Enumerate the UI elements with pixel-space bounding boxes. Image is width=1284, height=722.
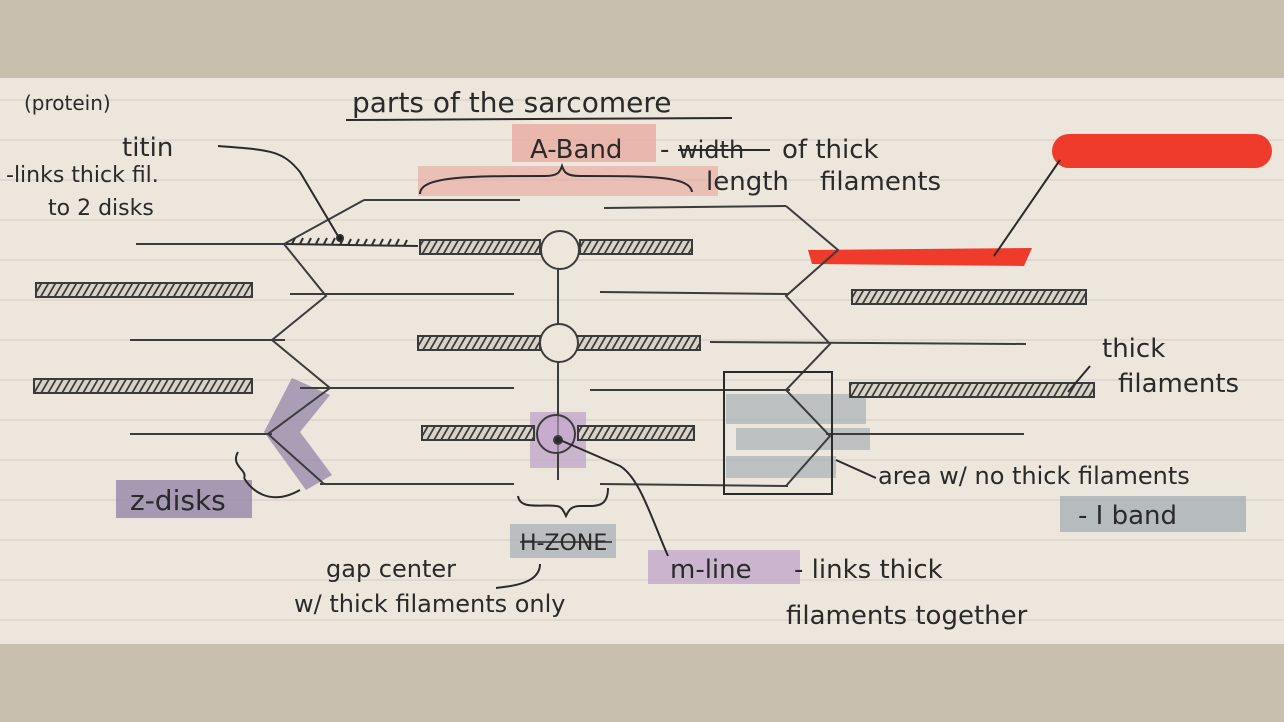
thick-filament xyxy=(421,425,535,441)
titin-spring xyxy=(285,234,419,247)
h-zone-gray-highlight xyxy=(510,524,616,558)
a-band-label: A-Band xyxy=(530,135,622,165)
a-band-dash: - xyxy=(660,135,669,165)
thick-filaments xyxy=(33,239,1095,441)
titin-pointer xyxy=(217,145,339,237)
area-pointer xyxy=(835,459,877,479)
thick-filaments-label-line-1: thick xyxy=(1102,334,1165,364)
a-band-description-line-3: filaments xyxy=(820,167,941,197)
gap-label-line-2: w/ thick filaments only xyxy=(294,590,566,618)
h-zone-label: H-ZONE xyxy=(520,531,607,556)
thin-filaments xyxy=(130,205,1027,487)
thick-filament xyxy=(33,378,253,394)
titin-label: titin xyxy=(122,133,173,163)
title-underline xyxy=(345,117,733,121)
thick-filament xyxy=(419,239,541,255)
m-line-purple-highlight xyxy=(648,550,800,584)
thick-filament xyxy=(579,239,693,255)
protein-label: (protein) xyxy=(24,91,111,115)
h-zone-bracket xyxy=(517,487,609,519)
i-band-box xyxy=(723,371,833,495)
thick-filaments-pointer xyxy=(1067,365,1091,393)
redacted-pointer xyxy=(993,159,1061,257)
a-band-description-line-2: length xyxy=(706,167,789,197)
redacted-label xyxy=(1052,134,1272,168)
m-line-label: m-line xyxy=(670,555,752,585)
thick-filaments-label-line-2: filaments xyxy=(1118,369,1239,399)
m-line xyxy=(536,230,580,480)
z-disks-purple-highlight xyxy=(116,480,252,518)
i-band-label: - I band xyxy=(1078,501,1177,531)
m-line-pointer xyxy=(559,439,669,557)
a-band-bracket xyxy=(419,162,693,195)
a-band-pink-highlight xyxy=(512,124,656,162)
gap-label-line-1: gap center xyxy=(326,555,456,583)
thick-filament xyxy=(35,282,253,298)
z-disks-bracket xyxy=(235,451,301,499)
z-disks-label: z-disks xyxy=(130,484,226,517)
thick-filament xyxy=(569,335,701,351)
redacted-filament xyxy=(808,248,1032,266)
i-band-gray-highlight xyxy=(1060,496,1246,532)
gap-pointer xyxy=(495,563,541,589)
titin-description-line-1: -links thick fil. xyxy=(6,163,159,188)
m-line-description-line-1: - links thick xyxy=(794,555,943,585)
m-line-description-line-2: filaments together xyxy=(786,601,1028,631)
thick-filament xyxy=(577,425,695,441)
page-title: parts of the sarcomere xyxy=(352,86,671,119)
thick-filament xyxy=(849,382,1095,398)
a-band-description-line-1: of thick xyxy=(782,135,879,165)
z-disk-lines xyxy=(266,199,840,487)
thick-filament xyxy=(851,289,1087,305)
titin-description-line-2: to 2 disks xyxy=(48,196,154,221)
pointer-lines xyxy=(217,145,1091,589)
thick-filament xyxy=(417,335,541,351)
z-disk-purple-highlight xyxy=(264,378,332,490)
area-no-thick-filaments-label: area w/ no thick filaments xyxy=(878,462,1190,490)
a-band-bracket-pink-highlight xyxy=(418,166,718,196)
